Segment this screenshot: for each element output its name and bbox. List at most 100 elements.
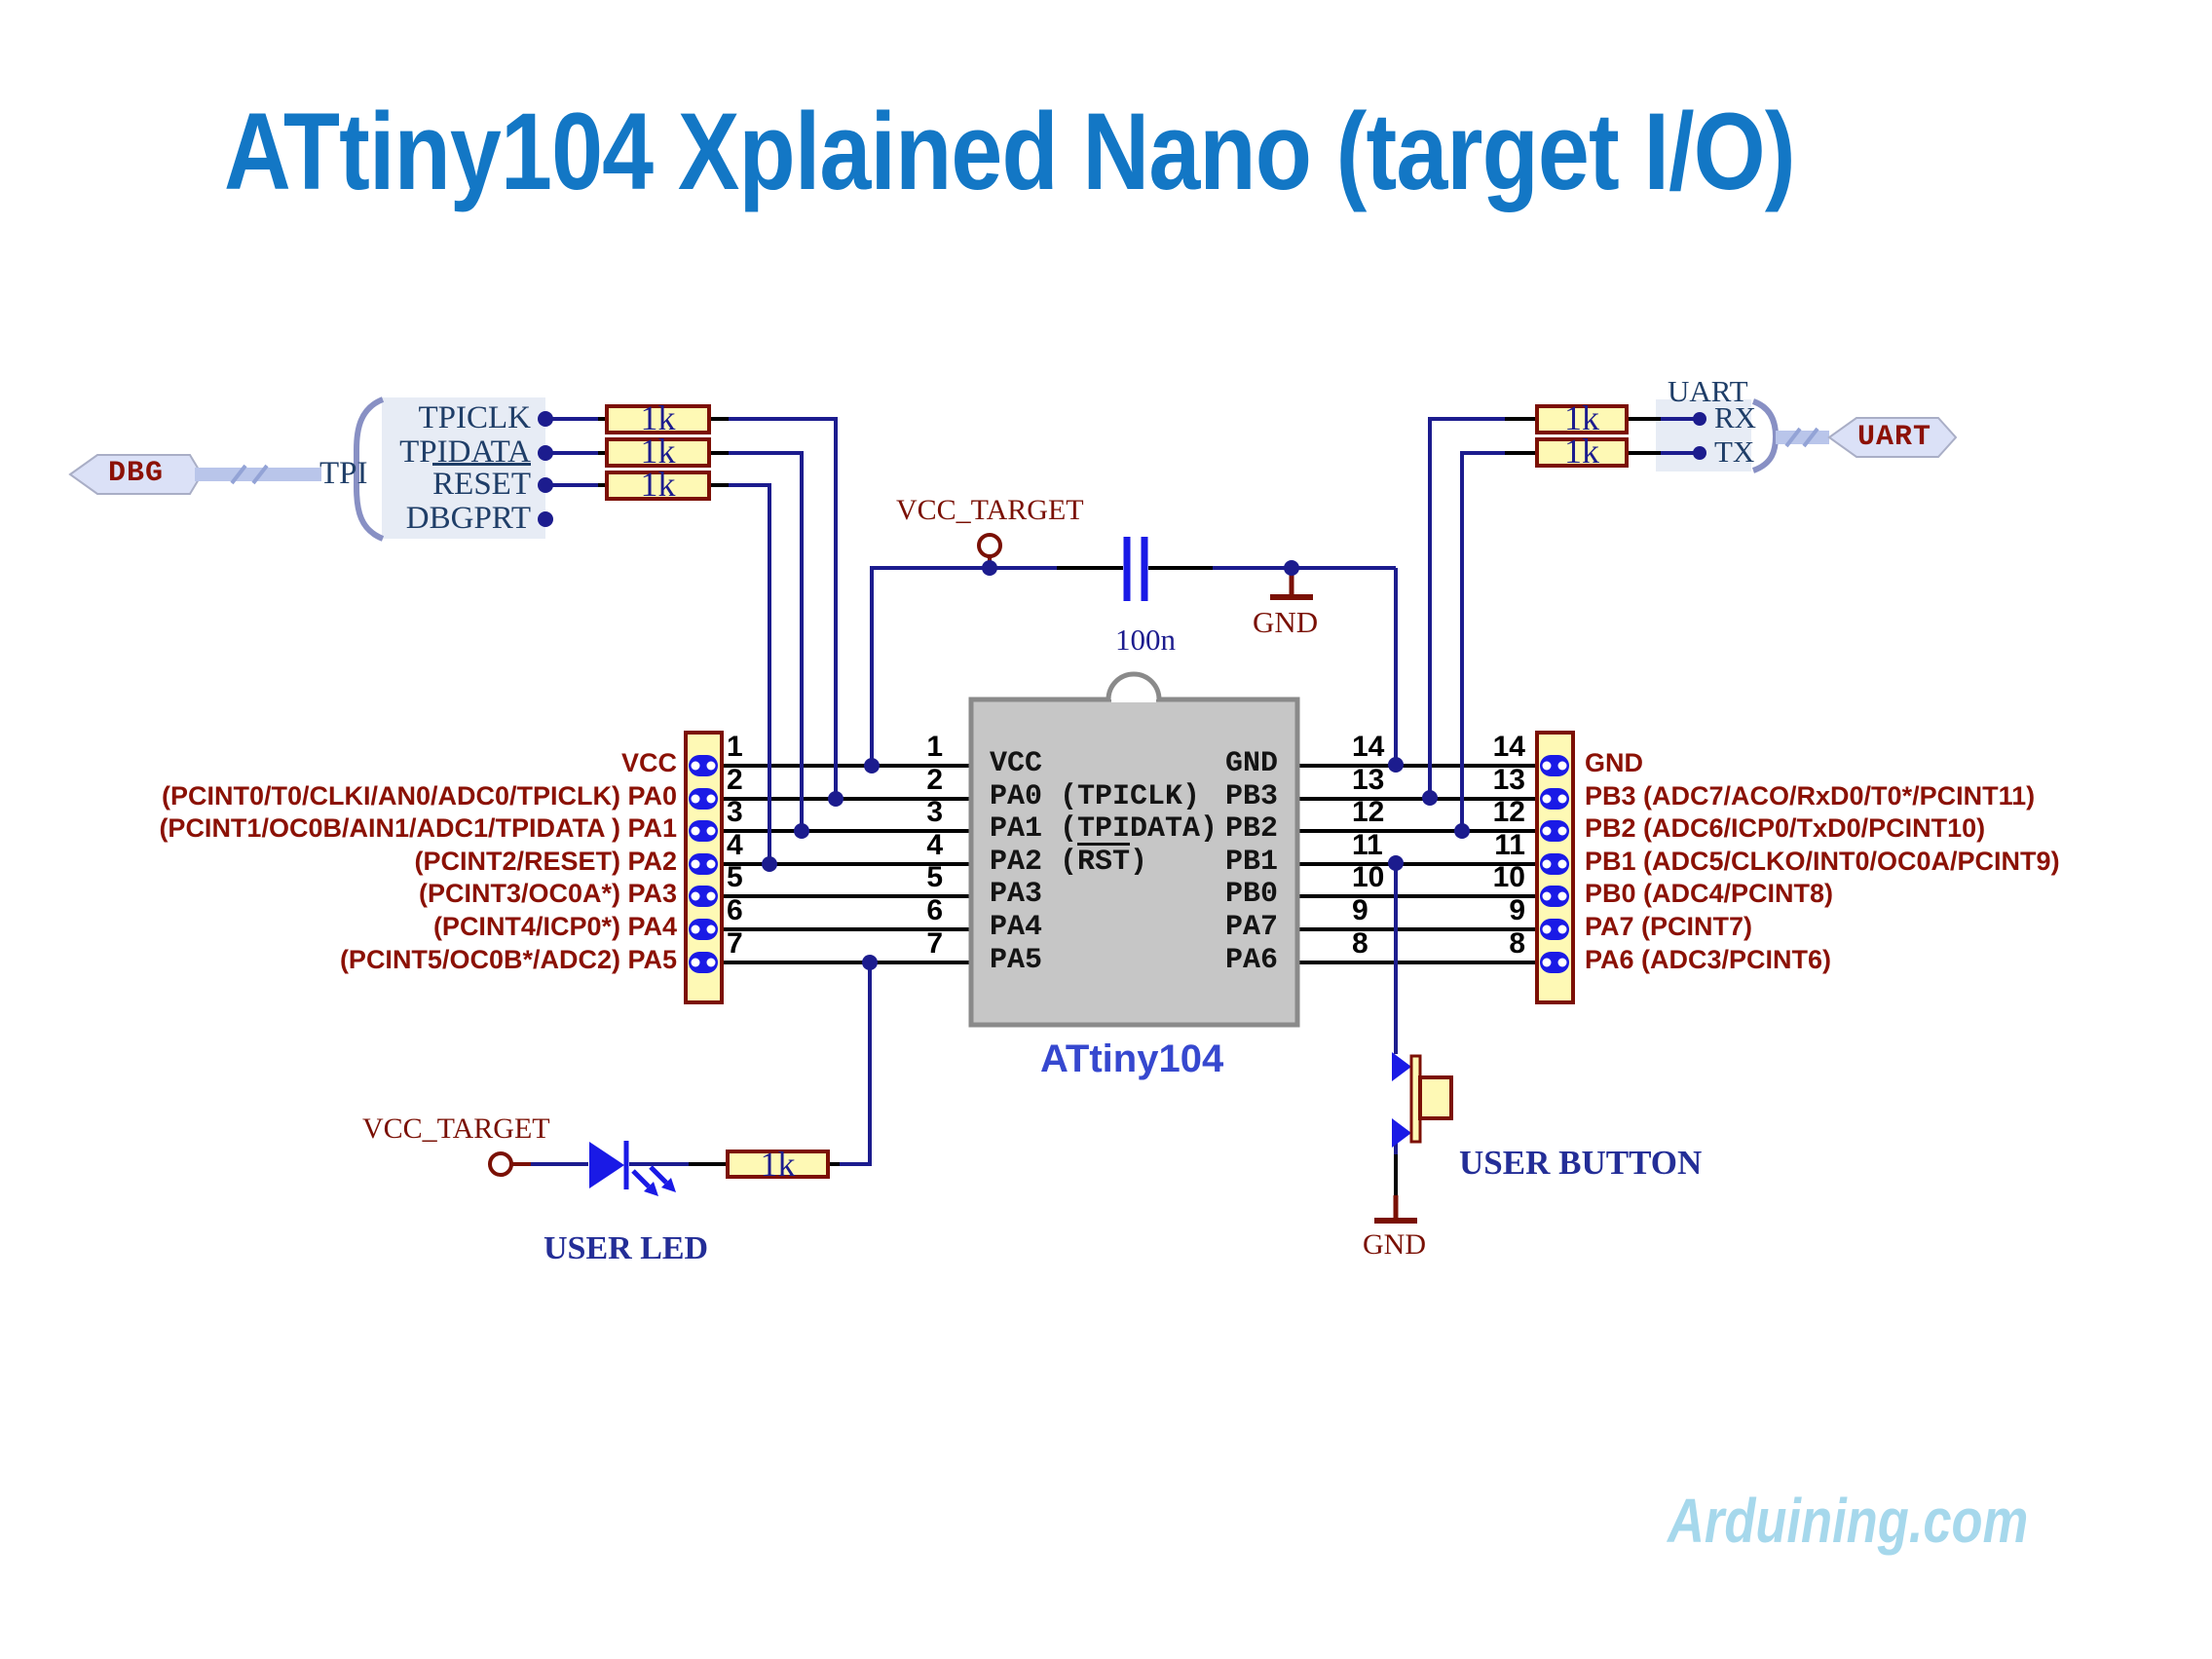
pin-number: 13 — [1352, 764, 1385, 796]
resistors — [605, 404, 1629, 1179]
right-header-label-pb2: PB2 (ADC6/ICP0/TxD0/PCINT10) — [1585, 813, 1986, 843]
ic-body — [968, 671, 1300, 1028]
pin-number: 1 — [727, 731, 743, 763]
ic-pin-name: PA4 — [990, 911, 1043, 944]
pin-number: 11 — [1352, 829, 1383, 861]
led-symbol — [589, 1141, 676, 1196]
left-header-label-pa5: (PCINT5/OC0B*/ADC2) PA5 — [339, 945, 677, 974]
uart-signal-panel — [1656, 399, 1751, 471]
uart-tx-label: TX — [1714, 434, 1755, 469]
vcc-target-led-symbol — [488, 1151, 531, 1177]
signal-tpidata: TPIDATA — [399, 434, 531, 470]
ic-pin-name: VCC — [990, 747, 1043, 780]
vcc-target-top-label: VCC_TARGET — [896, 494, 1084, 526]
signal-tpiclk: TPICLK — [418, 400, 532, 435]
route-wires — [531, 417, 1700, 1166]
ic-pin-name: PA3 — [990, 878, 1043, 911]
uart-tag-icon — [1827, 417, 1958, 458]
ic-pin-name: GND — [1224, 747, 1278, 780]
resistor-tpiclk-value: 1k — [640, 398, 676, 437]
pin-number: 8 — [1352, 927, 1368, 960]
resistor-tpidata-value: 1k — [640, 432, 676, 471]
resistor-reset-value: 1k — [640, 465, 676, 504]
pin-number: 2 — [926, 764, 943, 796]
pin-number: 4 — [926, 829, 943, 861]
pin-number: 9 — [1509, 894, 1525, 926]
uart-group-label: UART — [1668, 374, 1748, 408]
pin-number: 12 — [1492, 796, 1525, 828]
ic-pin-name: PA7 — [1224, 911, 1278, 944]
ic-notch-icon — [1106, 671, 1162, 700]
pin-number: 3 — [926, 796, 943, 828]
left-header-label-pa3: (PCINT3/OC0A*) PA3 — [418, 879, 677, 908]
uart-bus — [1776, 427, 1829, 448]
resistor-tx-value: 1k — [1564, 432, 1599, 471]
uart-rx-label: RX — [1714, 400, 1757, 434]
pin-number: 3 — [727, 796, 743, 828]
dbg-bus — [195, 464, 321, 485]
uart-tag-label: UART — [1856, 421, 1931, 454]
ic-pin-name: PB3 — [1224, 780, 1278, 813]
pin-number: 1 — [926, 731, 943, 763]
resistor-rx-value: 1k — [1564, 398, 1599, 437]
ic-pin-name: PA5 — [990, 944, 1043, 977]
left-header-label-vcc: VCC — [620, 748, 677, 777]
push-button-symbol — [1392, 1052, 1453, 1148]
pin-number: 14 — [1492, 731, 1525, 763]
gnd-button-symbol — [1374, 1195, 1417, 1224]
left-header-label-pa4: (PCINT4/ICP0*) PA4 — [432, 912, 677, 941]
user-led-label: USER LED — [544, 1230, 709, 1266]
signal-reset: RESET — [239, 463, 531, 502]
signal-dbgprt: DBGPRT — [405, 501, 531, 536]
cap-value-label: 100n — [1115, 622, 1176, 657]
right-header-label-pa7: PA7 (PCINT7) — [1585, 912, 1753, 941]
ic-pin-name: PA2 (RST) — [990, 843, 1147, 879]
pin-number: 8 — [1509, 927, 1525, 960]
junction-dots — [538, 411, 1706, 970]
resistor-tpiclk — [605, 404, 711, 434]
dbg-tag-label: DBG — [107, 457, 164, 490]
ic-pin-name: PA6 — [1224, 944, 1278, 977]
resistor-tx — [1535, 437, 1629, 468]
resistor-reset — [605, 471, 711, 501]
pin-number: 10 — [1492, 861, 1525, 893]
vcc-target-led-label: VCC_TARGET — [362, 1112, 550, 1145]
resistor-led-value: 1k — [760, 1145, 796, 1184]
left-header-label-pa2: (PCINT2/RESET) PA2 — [414, 847, 677, 876]
ic-name-label: ATtiny104 — [1040, 1037, 1224, 1080]
pin-number: 13 — [1492, 764, 1525, 796]
ic-pin-name: PA0 (TPICLK) — [990, 780, 1201, 813]
pin-number: 4 — [727, 829, 743, 861]
pin-number: 12 — [1352, 796, 1385, 828]
resistor-led — [726, 1150, 830, 1179]
pin-number: 6 — [727, 894, 743, 926]
pin-number: 10 — [1352, 861, 1385, 893]
left-header-label-pa1: (PCINT1/OC0B/AIN1/ADC1/TPIDATA ) PA1 — [159, 813, 677, 843]
pin-number: 6 — [926, 894, 943, 926]
right-header-label-gnd: GND — [1585, 748, 1643, 777]
pin-number: 11 — [1494, 829, 1525, 861]
left-header-label-pa0: (PCINT0/T0/CLKI/AN0/ADC0/TPICLK) PA0 — [161, 781, 677, 811]
right-header-label-pa6: PA6 (ADC3/PCINT6) — [1585, 945, 1832, 974]
user-button-label: USER BUTTON — [1459, 1144, 1703, 1182]
tpi-brace-icon — [354, 396, 385, 542]
uart-brace-icon — [1751, 398, 1780, 473]
gnd-button-label: GND — [1363, 1228, 1426, 1261]
pin-number: 7 — [926, 927, 943, 960]
pin-number: 14 — [1352, 731, 1385, 763]
pin-number: 7 — [727, 927, 743, 960]
ic-pin-name: PB0 — [1224, 878, 1278, 911]
black-segments — [598, 417, 1661, 1195]
resistor-rx — [1535, 404, 1629, 434]
page-title: ATtiny104 Xplained Nano (target I/O) — [224, 91, 1796, 212]
capacitor-symbol — [1123, 537, 1148, 601]
watermark: Arduining.com — [1668, 1486, 2029, 1556]
resistor-tpidata — [605, 437, 711, 468]
pin-number: 9 — [1352, 894, 1368, 926]
right-header-label-pb3: PB3 (ADC7/ACO/RxD0/T0*/PCINT11) — [1585, 781, 2036, 811]
left-header-pads — [689, 755, 718, 973]
right-header-pads — [1540, 755, 1569, 973]
pin-number: 2 — [727, 764, 743, 796]
